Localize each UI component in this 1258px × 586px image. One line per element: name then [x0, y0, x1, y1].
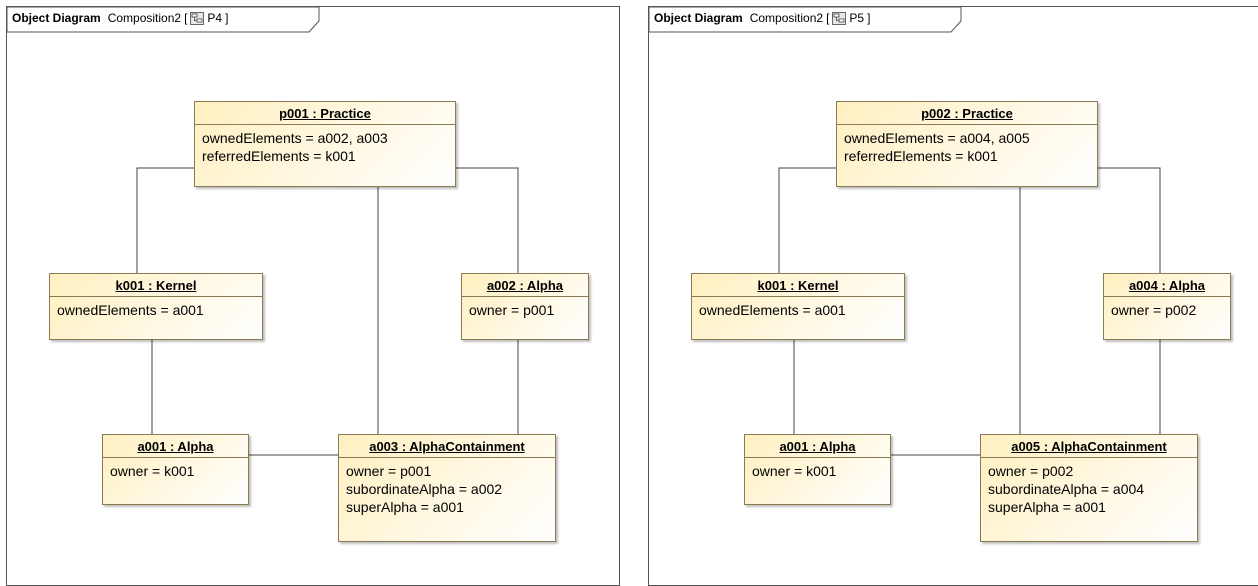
slot-value: referredElements = k001: [844, 148, 998, 164]
diagram-ref[interactable]: P5: [849, 11, 865, 25]
object-alpha-super[interactable]: a001 : Alpha owner = k001: [744, 434, 891, 505]
link-practice-alpha-owned: [1097, 167, 1161, 273]
frame-tab-shape: [649, 7, 962, 33]
diagram-header: Object Diagram Composition2[ P4]: [12, 11, 229, 25]
object-title: k001 : Kernel: [50, 274, 262, 297]
link-practice-kernel: [136, 167, 194, 273]
object-title: p001 : Practice: [195, 102, 455, 125]
slot-value: ownedElements = a004, a005: [844, 130, 1030, 146]
object-title: a004 : Alpha: [1104, 274, 1230, 297]
object-title: a001 : Alpha: [103, 435, 248, 458]
object-alpha-owned[interactable]: a002 : Alpha owner = p001: [461, 273, 589, 340]
diagram-frame-p5: Object Diagram Composition2[ P5] p002: [648, 6, 1258, 586]
diagram-type-label: Object Diagram: [12, 11, 101, 25]
slot-value: owner = p002: [1111, 302, 1197, 318]
slot-value: referredElements = k001: [202, 148, 356, 164]
object-title: p002 : Practice: [837, 102, 1097, 125]
frame-tab-shape: [7, 7, 320, 33]
slot-value: superAlpha = a001: [346, 499, 464, 515]
slot-value: subordinateAlpha = a002: [346, 481, 503, 497]
slot-value: owner = k001: [752, 463, 837, 479]
object-title: a001 : Alpha: [745, 435, 890, 458]
slot-value: ownedElements = a001: [57, 302, 204, 318]
object-practice[interactable]: p001 : Practice ownedElements = a002, a0…: [194, 101, 456, 187]
link-practice-alpha-owned: [455, 167, 519, 273]
object-title: a003 : AlphaContainment: [339, 435, 555, 458]
diagram-header: Object Diagram Composition2[ P5]: [654, 11, 871, 25]
object-containment[interactable]: a005 : AlphaContainment owner = p002 sub…: [980, 434, 1198, 542]
diagram-ref[interactable]: P4: [207, 11, 223, 25]
slot-value: owner = p002: [988, 463, 1074, 479]
slot-value: owner = k001: [110, 463, 195, 479]
diagram-frame-p4: Object Diagram Composition2[ P4] p001: [6, 6, 620, 586]
object-title: a005 : AlphaContainment: [981, 435, 1197, 458]
diagram-name: Composition2: [749, 11, 824, 25]
diagram-name: Composition2: [107, 11, 182, 25]
object-kernel[interactable]: k001 : Kernel ownedElements = a001: [691, 273, 905, 340]
slot-value: superAlpha = a001: [988, 499, 1106, 515]
slot-value: owner = p001: [346, 463, 432, 479]
slot-value: ownedElements = a001: [699, 302, 846, 318]
link-practice-kernel: [778, 167, 836, 273]
object-alpha-owned[interactable]: a004 : Alpha owner = p002: [1103, 273, 1231, 340]
link-lines: [136, 167, 519, 456]
object-title: a002 : Alpha: [462, 274, 588, 297]
object-containment[interactable]: a003 : AlphaContainment owner = p001 sub…: [338, 434, 556, 542]
diagram-icon: [190, 11, 205, 25]
slot-value: ownedElements = a002, a003: [202, 130, 388, 146]
object-title: k001 : Kernel: [692, 274, 904, 297]
link-lines: [778, 167, 1161, 456]
object-practice[interactable]: p002 : Practice ownedElements = a004, a0…: [836, 101, 1098, 187]
object-kernel[interactable]: k001 : Kernel ownedElements = a001: [49, 273, 263, 340]
slot-value: owner = p001: [469, 302, 555, 318]
object-alpha-super[interactable]: a001 : Alpha owner = k001: [102, 434, 249, 505]
diagram-icon: [832, 11, 847, 25]
diagram-type-label: Object Diagram: [654, 11, 743, 25]
slot-value: subordinateAlpha = a004: [988, 481, 1145, 497]
